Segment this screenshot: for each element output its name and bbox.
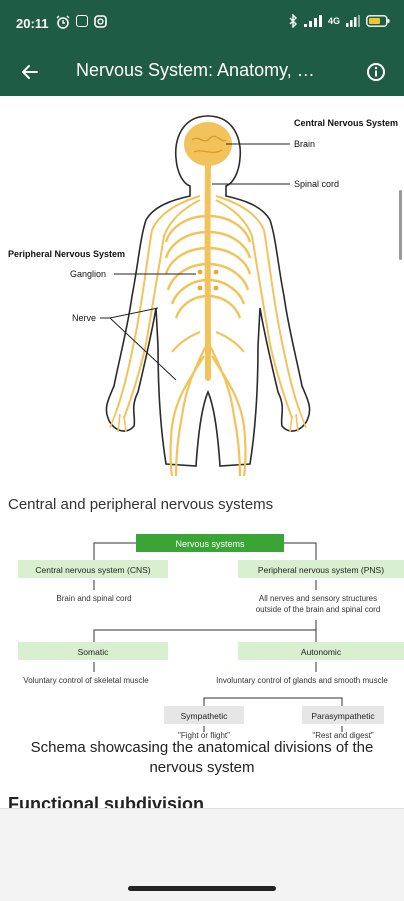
network-type: 4G xyxy=(328,16,340,26)
camera-icon xyxy=(94,15,107,28)
pns-box-label: Peripheral nervous system (PNS) xyxy=(258,565,384,575)
page-title: Nervous System: Anatomy, Structure and F… xyxy=(76,60,320,81)
app-bar: Nervous System: Anatomy, Structure and F… xyxy=(0,48,404,96)
somatic-label: Somatic xyxy=(78,647,109,657)
bottom-banner-area xyxy=(0,808,404,901)
leader-lines xyxy=(100,144,290,380)
somatic-desc: Voluntary control of skeletal muscle xyxy=(23,676,149,685)
app-notification-icon xyxy=(76,15,88,27)
nervous-system-figure: Central Nervous System Brain Spinal cord… xyxy=(0,96,404,486)
cns-desc: Brain and spinal cord xyxy=(56,594,131,603)
brain xyxy=(184,122,232,166)
bluetooth-icon xyxy=(288,14,298,28)
figure1-caption: Central and peripheral nervous systems xyxy=(8,496,273,513)
info-icon xyxy=(366,62,386,82)
article-content[interactable]: Central Nervous System Brain Spinal cord… xyxy=(0,96,404,808)
status-time: 20:11 xyxy=(16,16,49,31)
nervous-system-schema: Nervous systems Central nervous system (… xyxy=(0,530,404,740)
battery-icon xyxy=(366,15,390,27)
cns-box-label: Central nervous system (CNS) xyxy=(35,565,150,575)
pns-label: Peripheral Nervous System xyxy=(8,249,125,259)
parasympathetic-label: Parasympathetic xyxy=(311,711,375,721)
autonomic-desc: Involuntary control of glands and smooth… xyxy=(216,676,388,685)
pns-desc-2: outside of the brain and spinal cord xyxy=(256,605,381,614)
figure2-caption-line1: Schema showcasing the anatomical divisio… xyxy=(0,738,404,758)
figure2-caption-line2: nervous system xyxy=(0,758,404,778)
cns-label: Central Nervous System xyxy=(294,118,398,128)
home-gesture-bar[interactable] xyxy=(128,886,276,891)
signal-icon-2 xyxy=(346,15,360,27)
alarm-icon xyxy=(56,15,70,29)
figure2-caption: Schema showcasing the anatomical divisio… xyxy=(0,738,404,778)
back-button[interactable] xyxy=(16,58,44,86)
ganglion-label: Ganglion xyxy=(70,269,106,279)
info-button[interactable] xyxy=(362,58,390,86)
signal-icon xyxy=(304,15,322,27)
spinal-cord-label: Spinal cord xyxy=(294,179,339,189)
system-icons: 4G xyxy=(288,14,390,28)
nerve-label: Nerve xyxy=(72,313,96,323)
brain-label: Brain xyxy=(294,139,315,149)
notification-icons xyxy=(56,15,107,29)
sympathetic-label: Sympathetic xyxy=(181,711,229,721)
arrow-back-icon xyxy=(21,63,39,81)
pns-desc-1: All nerves and sensory structures xyxy=(259,594,377,603)
section-heading: Functional subdivision xyxy=(8,794,204,808)
root-label: Nervous systems xyxy=(175,539,245,549)
status-bar: 20:11 4G xyxy=(0,0,404,48)
autonomic-label: Autonomic xyxy=(301,647,342,657)
hand-nerves xyxy=(110,412,306,432)
scrollbar-thumb[interactable] xyxy=(399,190,402,260)
